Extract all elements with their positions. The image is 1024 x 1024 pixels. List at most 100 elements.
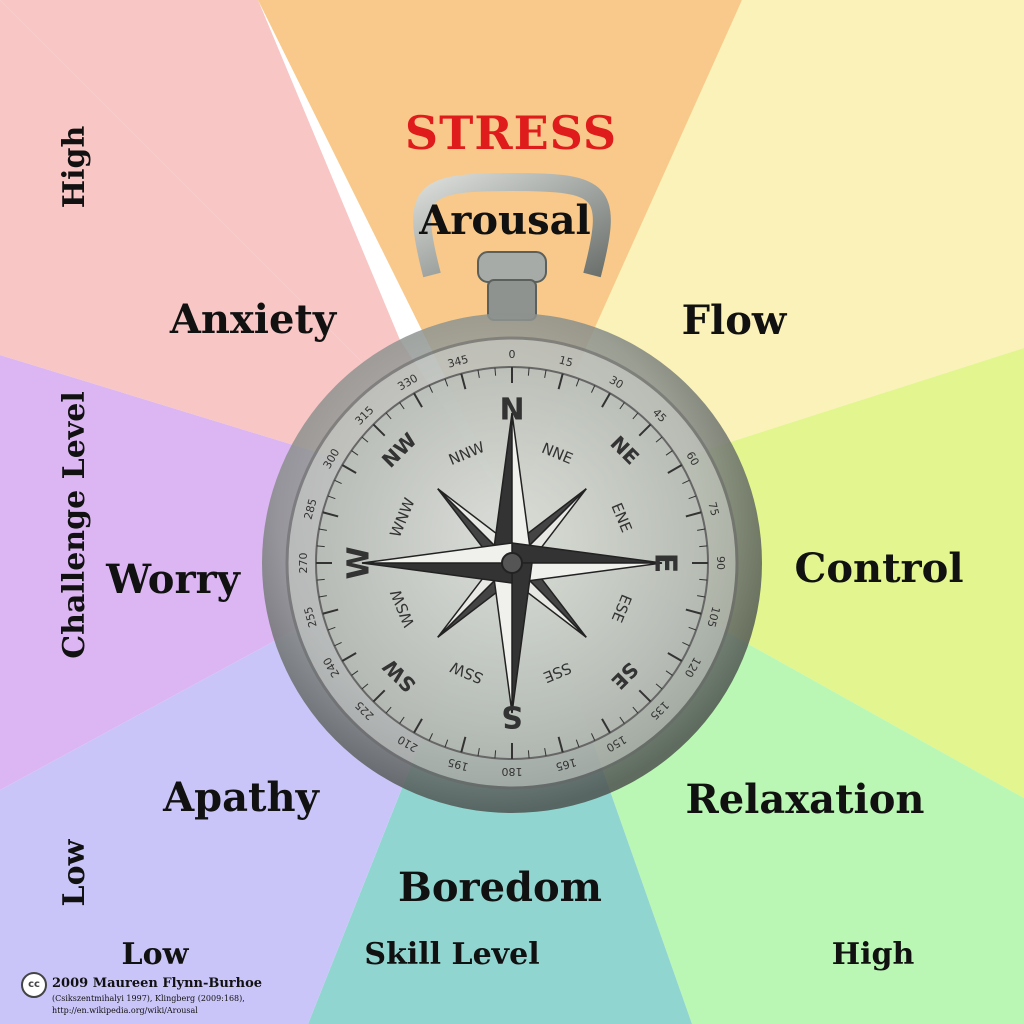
degree-tick <box>544 369 547 378</box>
label-anxiety: Anxiety <box>169 296 337 343</box>
degree-tick <box>385 412 392 420</box>
degree-tick <box>327 495 336 500</box>
degree-tick <box>372 689 386 703</box>
direction-label: W <box>342 546 377 579</box>
degree-tick <box>361 436 369 443</box>
degree-tick <box>632 412 639 420</box>
degree-tick <box>557 373 564 390</box>
degree-tick <box>385 706 392 714</box>
y-axis-low: Low <box>57 839 92 907</box>
degree-label: 270 <box>297 553 310 574</box>
y-axis-high: High <box>57 125 92 209</box>
wedge-control <box>512 348 1024 798</box>
degree-tick <box>682 641 690 647</box>
degree-tick <box>665 450 673 456</box>
degree-tick <box>557 736 564 753</box>
degree-tick <box>619 716 625 724</box>
degree-tick <box>699 545 708 548</box>
credit-sources: (Csikszentmihalyi 1997), Klingberg (2009… <box>52 994 245 1003</box>
compass-rose <box>361 412 663 714</box>
degree-tick <box>361 683 369 690</box>
degree-label: 15 <box>558 354 575 370</box>
degree-tick <box>351 450 359 456</box>
degree-tick <box>444 739 449 748</box>
direction-label: N <box>499 393 524 428</box>
degree-tick <box>685 511 702 518</box>
degree-tick <box>428 385 434 393</box>
label-arousal: Arousal <box>419 197 591 244</box>
degree-tick <box>697 528 706 531</box>
degree-tick <box>688 626 697 631</box>
degree-tick <box>638 689 652 703</box>
degree-tick <box>327 626 336 631</box>
degree-tick <box>341 464 357 474</box>
degree-tick <box>699 578 708 581</box>
degree-tick <box>601 718 611 734</box>
credit-url: http://en.wikipedia.org/wiki/Arousal <box>52 1006 198 1015</box>
degree-tick <box>428 733 434 741</box>
degree-tick <box>460 373 467 390</box>
degree-label: 345 <box>446 353 470 371</box>
degree-tick <box>399 402 405 410</box>
degree-tick <box>318 595 327 598</box>
degree-label: 105 <box>704 605 722 629</box>
degree-tick <box>601 392 611 408</box>
degree-label: 165 <box>554 755 578 773</box>
degree-tick <box>575 739 580 748</box>
degree-tick <box>682 479 690 485</box>
cc-icon: cc <box>21 972 47 998</box>
degree-tick <box>655 436 663 443</box>
y-axis-label: Challenge Level <box>57 391 92 659</box>
degree-tick <box>685 608 702 615</box>
degree-tick <box>590 385 596 393</box>
degree-tick <box>544 748 547 757</box>
degree-label: 60 <box>683 449 701 468</box>
degree-tick <box>494 750 497 759</box>
label-relaxation: Relaxation <box>685 776 925 823</box>
degree-tick <box>527 367 530 376</box>
degree-tick <box>351 670 359 676</box>
compass-crown <box>477 251 547 283</box>
label-flow: Flow <box>681 297 787 344</box>
degree-tick <box>318 528 327 531</box>
degree-tick <box>322 608 339 615</box>
degree-tick <box>322 511 339 518</box>
degree-tick <box>667 652 683 662</box>
compass-pivot <box>501 552 523 574</box>
degree-label: 285 <box>302 497 320 521</box>
degree-tick <box>334 479 342 485</box>
degree-tick <box>697 595 706 598</box>
degree-tick <box>494 367 497 376</box>
degree-tick <box>444 378 449 387</box>
degree-label: 30 <box>607 373 626 391</box>
degree-label: 195 <box>446 755 470 773</box>
degree-tick <box>619 402 625 410</box>
x-axis-high: High <box>831 937 915 972</box>
degree-tick <box>667 464 683 474</box>
compass-handle <box>413 172 611 278</box>
degree-tick <box>413 392 423 408</box>
degree-tick <box>632 706 639 714</box>
degree-tick <box>655 683 663 690</box>
degree-tick <box>590 733 596 741</box>
direction-label: E <box>648 553 683 574</box>
degree-tick <box>638 423 652 437</box>
degree-tick <box>477 748 480 757</box>
degree-tick <box>316 545 325 548</box>
x-axis-label: Skill Level <box>364 937 540 972</box>
degree-tick <box>413 718 423 734</box>
degree-tick <box>665 670 673 676</box>
direction-label: S <box>501 699 523 734</box>
stress-title: STRESS <box>404 106 618 160</box>
degree-tick <box>399 716 405 724</box>
degree-tick <box>575 378 580 387</box>
wedge-worry <box>0 355 512 790</box>
label-worry: Worry <box>106 556 240 603</box>
degree-label: 90 <box>714 556 727 570</box>
degree-ticks <box>316 367 708 759</box>
label-boredom: Boredom <box>398 864 602 911</box>
degree-tick <box>334 641 342 647</box>
degree-tick <box>341 652 357 662</box>
label-control: Control <box>794 545 964 592</box>
